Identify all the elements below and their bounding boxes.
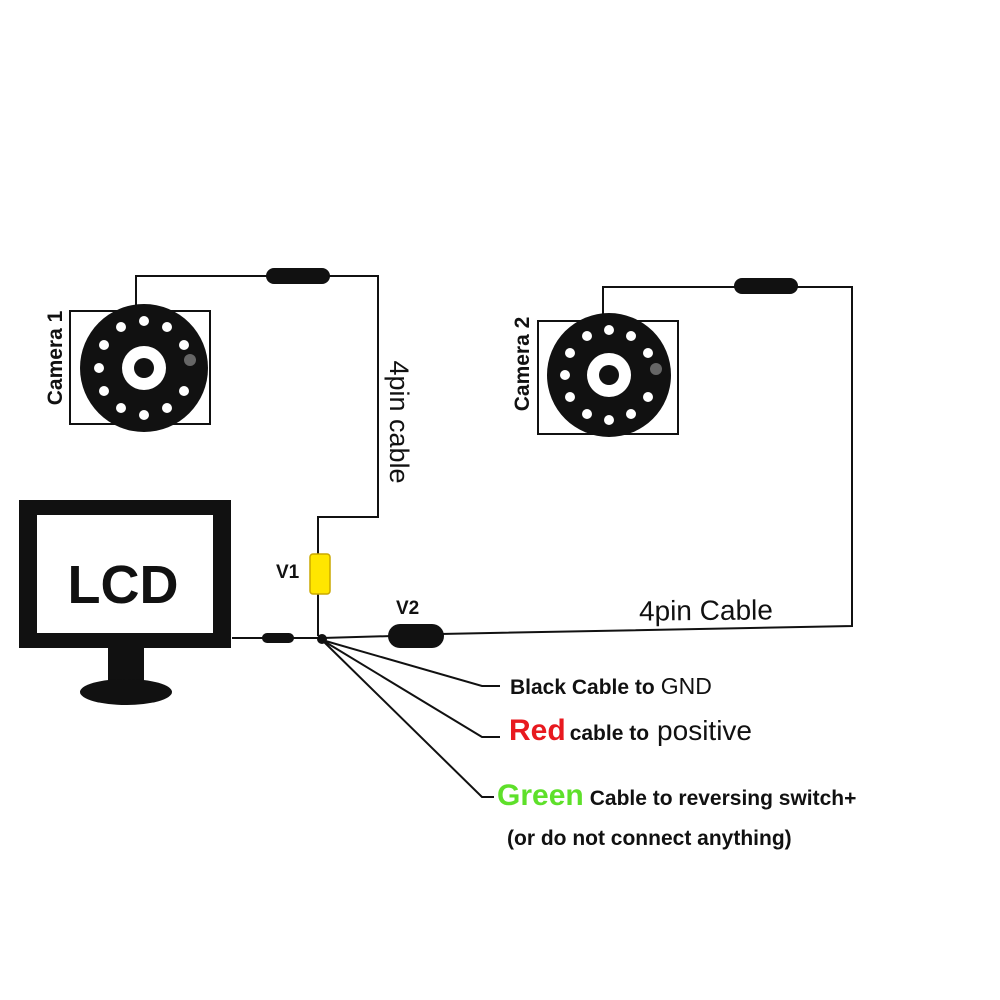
v2-lead bbox=[321, 635, 393, 639]
red-word: Red bbox=[509, 714, 566, 747]
black-wire bbox=[321, 639, 500, 687]
v2-label: V2 bbox=[396, 598, 419, 619]
v1-connector bbox=[309, 553, 331, 595]
lcd-monitor-icon bbox=[19, 500, 231, 705]
green-cable-note: (or do not connect anything) bbox=[507, 827, 792, 850]
v2-connector bbox=[388, 624, 444, 648]
green-word: Green bbox=[497, 779, 584, 812]
gnd-text: GND bbox=[661, 673, 712, 699]
green-cable-desc: Cable to reversing switch+ bbox=[590, 787, 857, 810]
camera2-inline-connector bbox=[734, 278, 798, 294]
cable2-label: 4pin Cable bbox=[639, 594, 773, 626]
camera2-label: Camera 2 bbox=[511, 317, 534, 412]
cable1-label: 4pin cable bbox=[384, 360, 414, 483]
green-cable-text: Green Cable to reversing switch+ bbox=[497, 779, 856, 812]
camera-icon bbox=[547, 313, 671, 437]
camera1-label: Camera 1 bbox=[44, 310, 67, 405]
camera2-cable bbox=[439, 286, 853, 635]
lcd-label: LCD bbox=[68, 555, 179, 615]
junction-dot bbox=[317, 634, 327, 644]
camera-icon bbox=[80, 304, 208, 432]
green-wire bbox=[321, 639, 494, 798]
camera2 bbox=[537, 313, 679, 437]
black-cable-text: Black Cable to GND bbox=[510, 673, 712, 699]
red-cable-desc: cable to bbox=[570, 722, 649, 745]
v1-label: V1 bbox=[276, 562, 300, 583]
black-cable-desc: Black Cable to bbox=[510, 676, 655, 699]
wires bbox=[135, 275, 853, 798]
red-wire bbox=[321, 639, 500, 738]
camera1-cable bbox=[135, 275, 379, 636]
camera1 bbox=[69, 304, 211, 432]
camera1-inline-connector bbox=[266, 268, 330, 284]
positive-text: positive bbox=[657, 715, 752, 746]
lcd-inline-connector bbox=[262, 633, 294, 643]
